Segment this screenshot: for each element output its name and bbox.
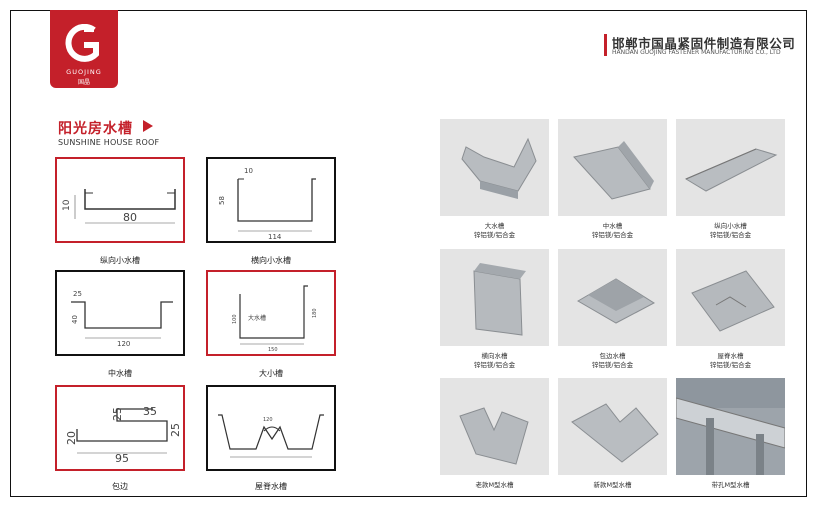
profile-drawing-4: 大水槽 100 180 150: [232, 285, 318, 353]
brand-logo: GUOJING 国晶: [50, 10, 118, 88]
profile-drawing-2: 10 58 114: [218, 167, 316, 241]
company-accent-bar: [604, 34, 607, 56]
diagram-2-caption: 横向小水槽: [251, 256, 291, 265]
section-subtitle: SUNSHINE HOUSE ROOF: [58, 138, 160, 147]
dim-label: 35: [143, 405, 157, 418]
dim-label: 95: [115, 452, 129, 465]
product-photo-9: [676, 378, 785, 475]
diagram-5-box: 35 25 20 25 95: [55, 385, 185, 471]
diagram-6-box: 120: [206, 385, 336, 471]
product-caption-8: 新款M型水槽: [593, 481, 632, 489]
diagram-3-caption: 中水槽: [108, 369, 132, 378]
company-name-en: HANDAN GUOJING FASTENER MANUFACTURING CO…: [612, 49, 781, 56]
product-photo-8: [558, 378, 667, 475]
logo-en-text: GUOJING: [66, 68, 102, 76]
logo-g-mark: [65, 24, 99, 62]
section-arrow-icon: [143, 120, 153, 132]
dim-label: 120: [117, 340, 130, 348]
diagram-1-box: 10 80: [55, 157, 185, 243]
dim-label: 80: [123, 211, 137, 224]
product-caption-5: 包边水槽锌铝镁/铝合金: [591, 352, 634, 369]
dim-label: 25: [169, 423, 182, 437]
section-title: 阳光房水槽: [58, 121, 133, 137]
profile-drawing-5: 35 25 20 25 95: [65, 405, 182, 465]
dim-label: 114: [268, 233, 282, 241]
diagram-2-box: 10 58 114: [206, 157, 336, 243]
dim-label: 120: [263, 417, 273, 423]
product-caption-9: 带孔M型水槽: [711, 481, 750, 489]
product-photo-2: [558, 119, 667, 216]
product-caption-3: 纵向小水槽锌铝镁/铝合金: [709, 222, 752, 239]
diagram-4-caption: 大小槽: [259, 369, 283, 378]
company-name-cn: 邯郸市国晶紧固件制造有限公司: [612, 36, 796, 51]
profile-drawing-1: 10 80: [62, 189, 176, 224]
logo-cn-text: 国晶: [77, 79, 90, 86]
dim-label: 25: [111, 407, 124, 421]
product-photo-5: [558, 249, 667, 346]
dim-label: 58: [218, 196, 226, 205]
product-photo-1: [440, 119, 549, 216]
diagram-3-box: 25 40 120: [55, 270, 185, 356]
profile-drawing-3: 25 40 120: [71, 290, 173, 348]
dim-label: 10: [244, 167, 253, 175]
dim-label: 大水槽: [248, 314, 266, 322]
profile-drawing-6: 120: [218, 414, 324, 458]
dim-label: 40: [71, 315, 79, 324]
dim-label: 10: [62, 199, 72, 211]
diagram-6-caption: 屋脊水槽: [255, 482, 287, 491]
product-caption-6: 屋脊水槽锌铝镁/铝合金: [709, 352, 752, 369]
product-caption-1: 大水槽锌铝镁/铝合金: [473, 222, 516, 239]
dim-label: 180: [312, 308, 318, 318]
product-caption-7: 老款M型水槽: [475, 481, 514, 489]
dim-label: 20: [65, 431, 78, 445]
diagram-1-caption: 纵向小水槽: [100, 256, 140, 265]
product-photo-4: [440, 249, 549, 346]
dim-label: 25: [73, 290, 82, 298]
product-caption-4: 横向水槽锌铝镁/铝合金: [473, 352, 516, 369]
product-caption-2: 中水槽锌铝镁/铝合金: [591, 222, 634, 239]
product-photo-3: [676, 119, 785, 216]
dim-label: 100: [232, 314, 238, 324]
dim-label: 150: [268, 347, 278, 353]
product-photo-6: [676, 249, 785, 346]
product-photo-7: [440, 378, 549, 475]
diagram-4-box: 大水槽 100 180 150: [206, 270, 336, 356]
diagram-5-caption: 包边: [112, 482, 128, 491]
